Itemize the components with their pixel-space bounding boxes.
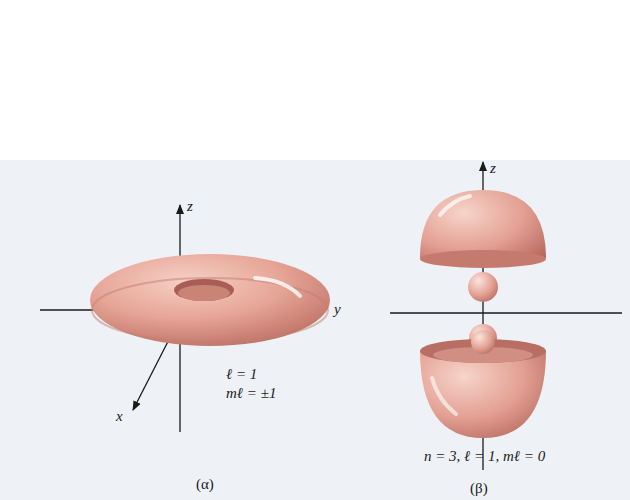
axis-label: x	[116, 408, 123, 425]
quantum-number: n = 3, ℓ = 1, mℓ = 0	[424, 448, 545, 465]
panel-label: (β)	[470, 480, 488, 497]
torus-orbital	[90, 254, 330, 346]
panel-label: (α)	[196, 476, 214, 493]
horizontal-axis	[390, 312, 622, 313]
background-panel	[0, 160, 630, 500]
p-orbital	[420, 190, 546, 438]
axis-label: z	[490, 160, 496, 177]
quantum-number: mℓ = ±1	[226, 385, 276, 402]
axis-label: z	[187, 198, 193, 215]
axis-label: y	[334, 301, 341, 318]
quantum-number: ℓ = 1	[226, 366, 257, 383]
